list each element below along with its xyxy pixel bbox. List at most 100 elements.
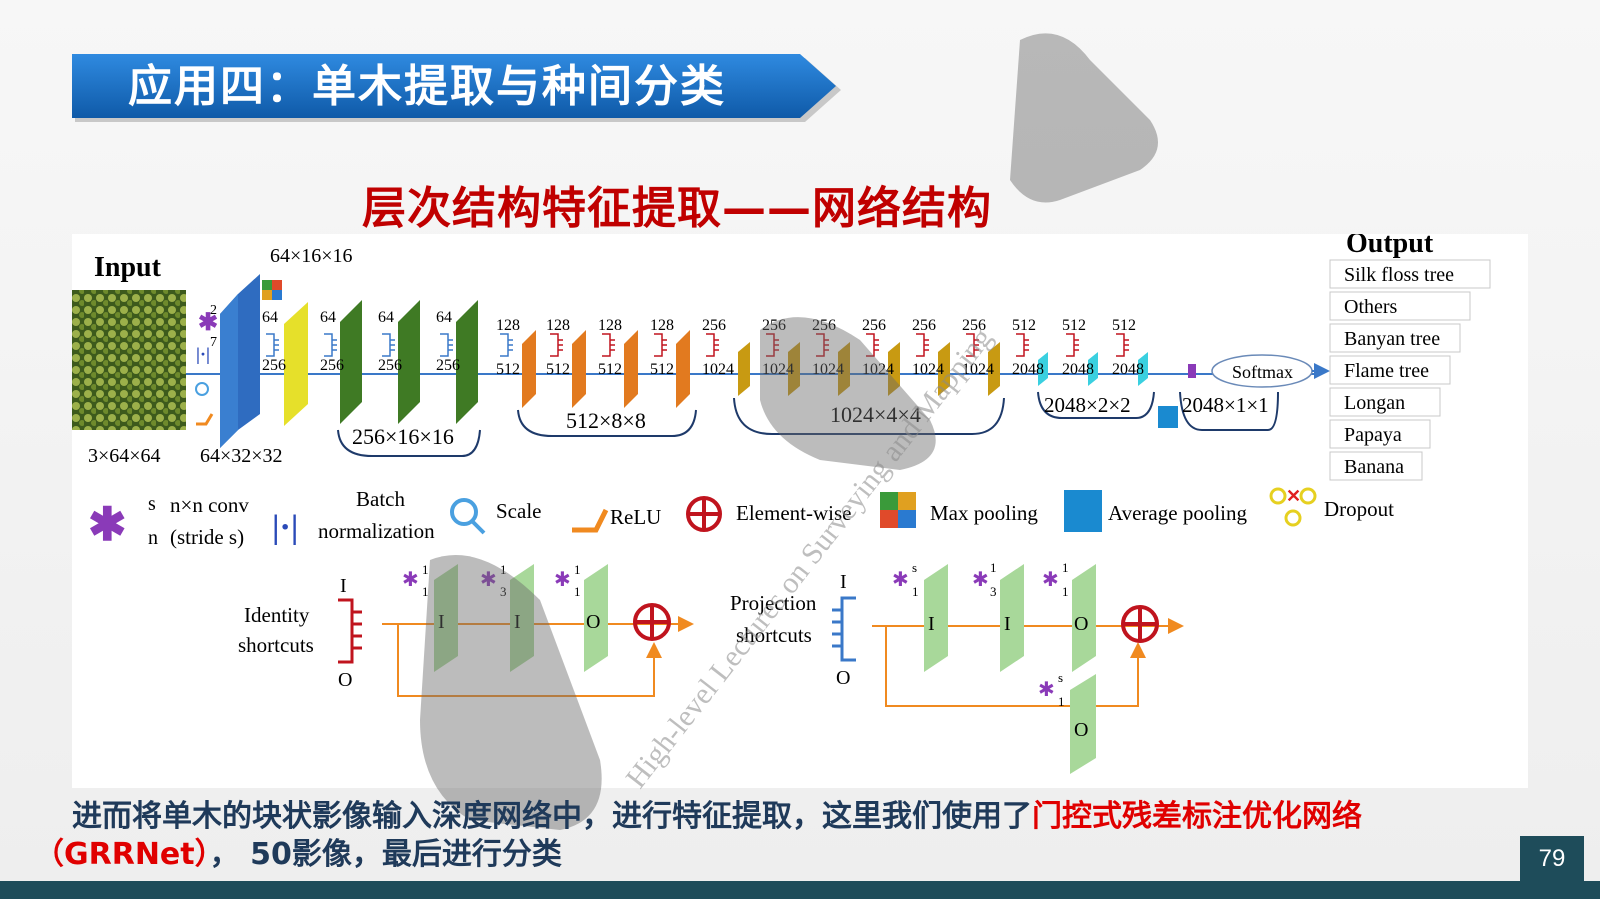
- projection-op-icons: ✱ s 1 ✱ 1 3 ✱ 1 1 ✱ s 1: [892, 560, 1069, 709]
- identity-block1: I: [438, 611, 445, 633]
- legend-scale-label: Scale: [496, 499, 541, 523]
- conv1-ops: ✱ 2 7 |·|: [195, 303, 218, 426]
- conv-bottom-label: 2048: [1112, 361, 1144, 378]
- stage3-blocks: [738, 342, 1000, 396]
- conv-top-label: 64: [378, 309, 394, 326]
- conv-bottom-label: 512: [598, 361, 622, 378]
- conv-bottom-label: 1024: [762, 361, 794, 378]
- residual-unit-icon: [1016, 333, 1029, 357]
- conv1-block: [220, 274, 260, 448]
- conv-bottom-label: 1024: [912, 361, 944, 378]
- svg-text:1: 1: [574, 562, 581, 577]
- input-label: Input: [94, 252, 162, 283]
- stage4-blocks: [1038, 352, 1148, 386]
- identity-residual-icon: [338, 598, 362, 664]
- conv-top-label: 128: [546, 317, 570, 334]
- legend-conv-icon: ✱: [88, 499, 127, 550]
- residual-unit-icon: [766, 333, 779, 357]
- class-label: Banana: [1344, 456, 1404, 478]
- class-label: Silk floss tree: [1344, 264, 1454, 286]
- residual-unit-icon: [1066, 333, 1079, 357]
- residual-unit-icon: [966, 333, 979, 357]
- class-box: [1329, 291, 1471, 321]
- svg-text:1: 1: [1062, 560, 1069, 575]
- body-part1: 进而将单木的块状影像输入深度网络中，进行特征提取，这里我们使用了: [72, 799, 1032, 834]
- output-label: Output: [1346, 234, 1434, 259]
- legend-scale-handle: [470, 519, 486, 535]
- projection-block3: O: [1074, 613, 1088, 635]
- legend-average-pool-label: Average pooling: [1108, 501, 1247, 525]
- projection-shortcuts: Projection shortcuts I O I I O O ✱ s 1 ✱…: [730, 560, 1184, 774]
- conv-bottom-label: 512: [496, 361, 520, 378]
- class-box: [1329, 259, 1491, 289]
- svg-text:1: 1: [500, 562, 507, 577]
- input-image: [72, 290, 186, 430]
- svg-text:1: 1: [574, 584, 581, 599]
- legend-scale-icon: [450, 498, 478, 526]
- conv-top-label: 64: [320, 309, 336, 326]
- footer-bar: [0, 881, 1600, 899]
- input-dim: 3×64×64: [88, 445, 161, 467]
- conv-bottom-label: 1024: [862, 361, 894, 378]
- conv1-dim: 64×32×32: [200, 445, 283, 467]
- conv1-kernel: 7: [210, 335, 217, 350]
- stage1-dim: 256×16×16: [352, 424, 454, 449]
- class-label: Banyan tree: [1344, 328, 1440, 350]
- svg-text:✱: ✱: [892, 569, 909, 591]
- legend-dropout-icon: ✕: [1269, 486, 1317, 527]
- stage4-brace: [1037, 391, 1155, 419]
- class-box: [1329, 323, 1461, 353]
- legend-relu-icon: [572, 508, 609, 533]
- svg-text:✱: ✱: [402, 569, 419, 591]
- network-diagram: Input 3×64×64 ✱ 2 7 |·| 64×32×32 64×16×1…: [72, 228, 1491, 774]
- svg-text:✱: ✱: [1038, 679, 1055, 701]
- residual-unit-icon: [382, 333, 395, 357]
- residual-unit-icon: [706, 333, 719, 357]
- conv-icon: ✱: [198, 310, 218, 336]
- identity-block2: I: [514, 611, 521, 633]
- conv-bottom-label: 2048: [1012, 361, 1044, 378]
- conv-bottom-label: 1024: [962, 361, 994, 378]
- residual-unit-icon: [500, 333, 513, 357]
- legend-relu-label: ReLU: [610, 505, 661, 529]
- conv-top-label: 256: [962, 317, 986, 334]
- residual-unit-icon: [866, 333, 879, 357]
- legend: ✱ s n n×n conv (stride s) |·| Batch norm…: [88, 486, 1394, 550]
- projection-block4: O: [1074, 719, 1088, 741]
- svg-text:3: 3: [500, 584, 507, 599]
- class-box: [1329, 451, 1423, 481]
- softmax-label: Softmax: [1232, 362, 1293, 382]
- conv-bottom-label: 256: [320, 357, 344, 374]
- legend-conv-label: n×n conv: [170, 493, 249, 517]
- svg-text:1: 1: [990, 560, 997, 575]
- identity-out: O: [338, 669, 352, 691]
- residual-unit-icon: [1116, 333, 1129, 357]
- svg-text:s: s: [912, 560, 917, 575]
- conv-top-label: 256: [812, 317, 836, 334]
- svg-text:1: 1: [1058, 694, 1065, 709]
- conv-top-label: 64: [262, 309, 278, 326]
- projection-out: O: [836, 667, 850, 689]
- conv-top-label: 128: [650, 317, 674, 334]
- svg-text:✱: ✱: [480, 569, 497, 591]
- conv-bottom-label: 256: [436, 357, 460, 374]
- relu-icon: [196, 413, 214, 426]
- projection-label1: Projection: [730, 591, 817, 615]
- residual-unit-icon: [602, 333, 615, 357]
- legend-average-pool-icon: [1064, 490, 1102, 532]
- legend-dropout-label: Dropout: [1324, 497, 1394, 521]
- conv-top-label: 512: [1112, 317, 1136, 334]
- max-pool-icon: [262, 280, 282, 300]
- legend-bn-icon: |·|: [272, 509, 298, 546]
- residual-unit-icon: [440, 333, 453, 357]
- legend-conv-n: n: [148, 527, 158, 549]
- identity-label1: Identity: [244, 603, 310, 627]
- page-number: 79: [1520, 836, 1584, 882]
- slide-title: 应用四：单木提取与种间分类: [128, 61, 726, 112]
- svg-text:1: 1: [422, 562, 429, 577]
- legend-bn-label2: normalization: [318, 519, 435, 543]
- conv-top-label: 256: [702, 317, 726, 334]
- identity-label2: shortcuts: [238, 633, 314, 657]
- body-part2: ， 50影像，最后进行分类: [209, 837, 562, 872]
